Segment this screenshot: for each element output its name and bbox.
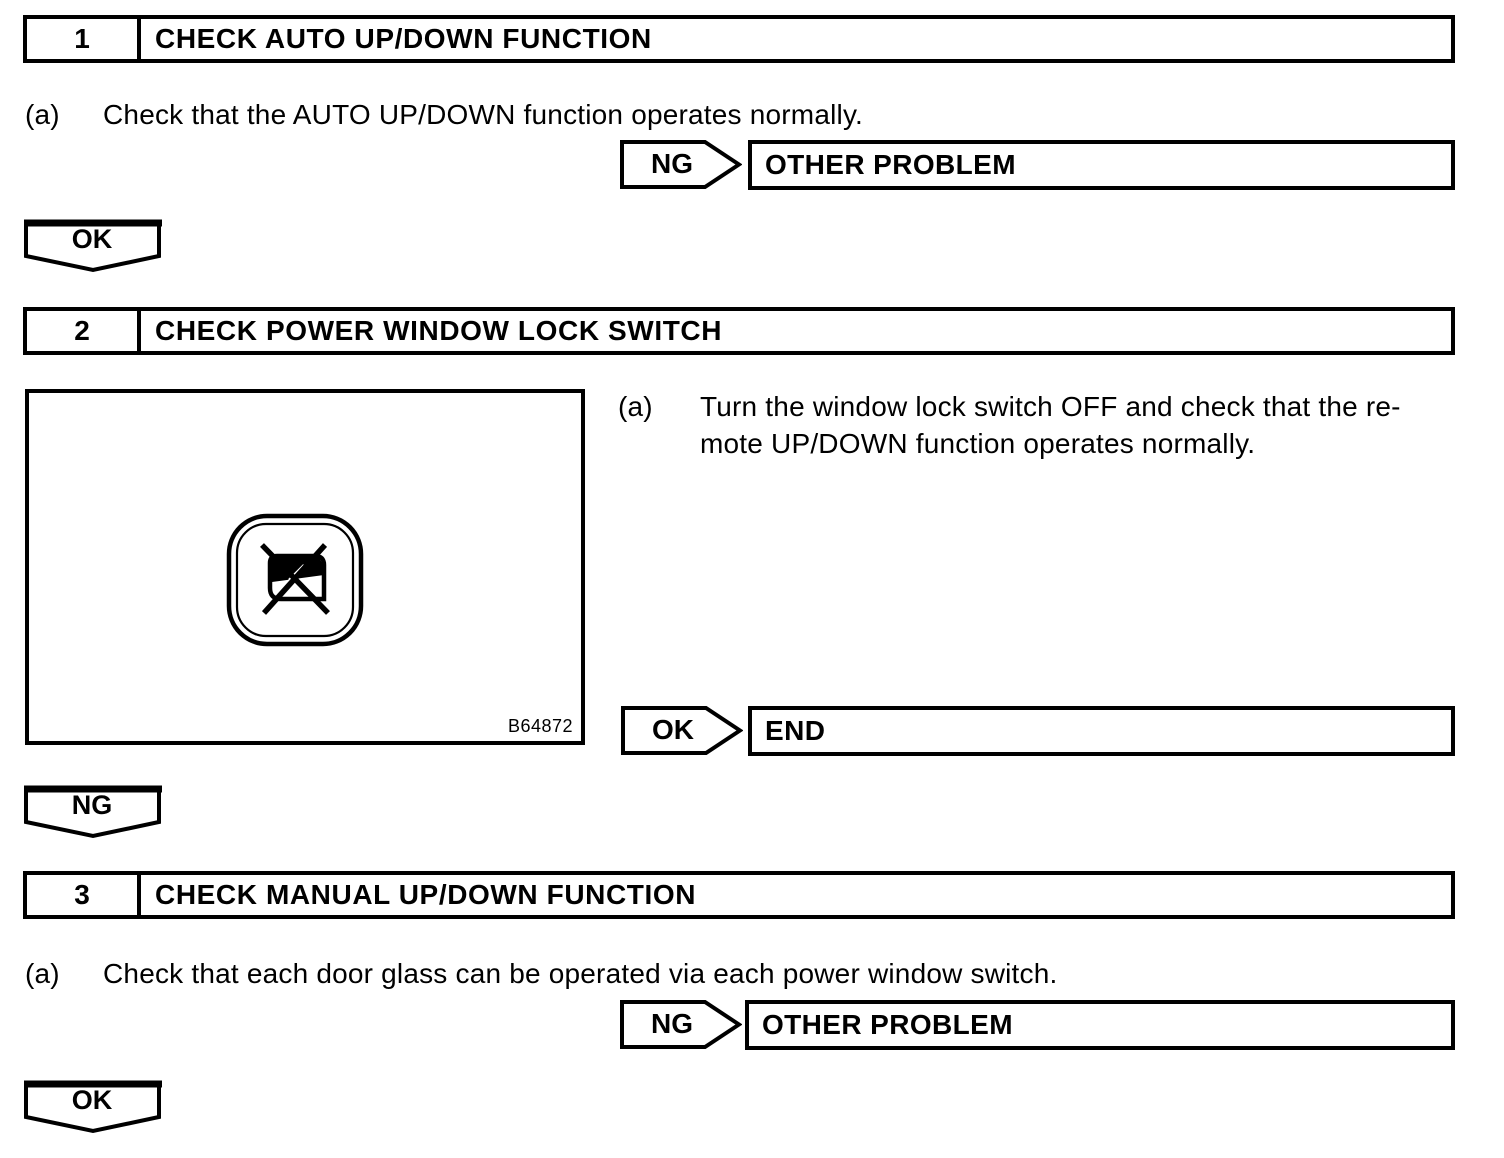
- right-arrow-tag-shape: [621, 706, 743, 755]
- step-1-ok-tag: OK: [24, 218, 162, 276]
- step-3-number: 3: [27, 875, 141, 915]
- step-2-ok-label: OK: [652, 714, 694, 745]
- step-3-instruction: (a) Check that each door glass can be op…: [25, 955, 1058, 992]
- step-2-number: 2: [27, 311, 141, 351]
- down-arrow-tag-shape: [24, 785, 162, 839]
- step-2-ok-tag: OK: [621, 706, 743, 755]
- step-3-title: CHECK MANUAL UP/DOWN FUNCTION: [155, 879, 697, 910]
- step-2-instruction-line1: Turn the window lock switch OFF and chec…: [700, 391, 1401, 422]
- right-arrow-tag-shape: [620, 1000, 742, 1049]
- down-arrow-tag-shape: [24, 219, 162, 273]
- step-3-ng-label: NG: [651, 1008, 693, 1039]
- step-2-figure: B64872: [25, 389, 585, 745]
- step-1-instruction-label: (a): [25, 99, 60, 130]
- right-arrow-tag-shape: [620, 140, 742, 189]
- step-2-branch-result: END: [748, 706, 1455, 756]
- step-1-title: CHECK AUTO UP/DOWN FUNCTION: [155, 23, 652, 54]
- down-arrow-tag-shape: [24, 1080, 162, 1134]
- step-1-header: 1 CHECK AUTO UP/DOWN FUNCTION: [23, 15, 1455, 63]
- step-3-ok-label: OK: [71, 1085, 113, 1115]
- step-2-instruction-line2: mote UP/DOWN function operates normally.: [700, 428, 1256, 459]
- step-1-instruction-text: Check that the AUTO UP/DOWN function ope…: [103, 99, 864, 130]
- step-3-header: 3 CHECK MANUAL UP/DOWN FUNCTION: [23, 871, 1455, 919]
- cross-line: [261, 543, 328, 615]
- step-1-ng-label: NG: [651, 148, 693, 179]
- step-2-title: CHECK POWER WINDOW LOCK SWITCH: [155, 315, 723, 346]
- step-3-instruction-text: Check that each door glass can be operat…: [103, 958, 1058, 989]
- step-2-instruction: (a) Turn the window lock switch OFF and …: [618, 388, 1478, 462]
- step-1-instruction: (a) Check that the AUTO UP/DOWN function…: [25, 96, 863, 133]
- step-1-number: 1: [27, 19, 141, 59]
- step-2-header: 2 CHECK POWER WINDOW LOCK SWITCH: [23, 307, 1455, 355]
- step-2-ng-tag: NG: [24, 784, 162, 842]
- step-3-ok-tag: OK: [24, 1079, 162, 1137]
- step-2-instruction-label: (a): [618, 391, 653, 422]
- step-3-branch-result: OTHER PROBLEM: [745, 1000, 1455, 1050]
- step-1-branch-result: OTHER PROBLEM: [748, 140, 1455, 190]
- window-lock-switch-icon: [226, 513, 364, 647]
- step-3-instruction-label: (a): [25, 958, 60, 989]
- step-3-ng-tag: NG: [620, 1000, 742, 1049]
- figure-code: B64872: [507, 716, 573, 736]
- step-1-ok-label: OK: [71, 224, 113, 254]
- step-2-ng-label: NG: [71, 790, 113, 820]
- step-1-ng-tag: NG: [620, 140, 742, 189]
